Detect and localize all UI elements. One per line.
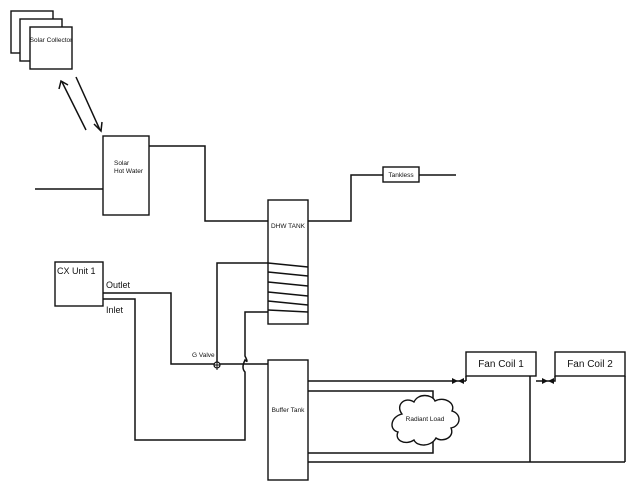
dhw-tank-label: DHW TANK [271, 223, 306, 230]
pipe-solar-to-dhw [149, 145, 268, 222]
solar-hot-water-label-1: Solar [114, 160, 130, 167]
solar-collector: Solar Collector [10, 10, 73, 70]
dhw-tank: DHW TANK [267, 199, 309, 325]
fan-coil-2: Fan Coil 2 [554, 351, 626, 377]
cx-unit-label: CX Unit 1 [57, 266, 96, 276]
cx-unit: CX Unit 1 [54, 261, 104, 307]
tankless: Tankless [382, 166, 420, 183]
fan-coil-2-label: Fan Coil 2 [567, 359, 613, 370]
fan-coil-1: Fan Coil 1 [465, 351, 537, 377]
pipe-valve-to-dhw-coil [216, 262, 268, 362]
fan-coil-2-valve [542, 378, 554, 384]
tankless-label: Tankless [388, 172, 414, 179]
dhw-heat-exchanger-coil [267, 262, 309, 313]
pipe-cx-outlet [103, 292, 268, 365]
solar-hot-water: Solar Hot Water [102, 135, 150, 216]
solar-collector-label: Solar Collector [30, 37, 73, 44]
outlet-label: Outlet [106, 280, 131, 290]
fan-coil-1-valve [452, 378, 464, 384]
pipe-cx-inlet [103, 298, 268, 441]
g-valve-label: G Valve [192, 352, 215, 359]
solar-hot-water-label-2: Hot Water [114, 168, 144, 175]
inlet-label: Inlet [106, 305, 124, 315]
solar-flow-arrows [58, 76, 103, 133]
pipe-dhw-to-tankless [308, 174, 383, 222]
radiant-load: Radiant Load [391, 394, 460, 446]
fan-coil-1-label: Fan Coil 1 [478, 359, 524, 370]
buffer-tank: Buffer Tank [267, 359, 309, 481]
buffer-tank-label: Buffer Tank [272, 407, 305, 414]
radiant-load-label: Radiant Load [406, 416, 445, 423]
